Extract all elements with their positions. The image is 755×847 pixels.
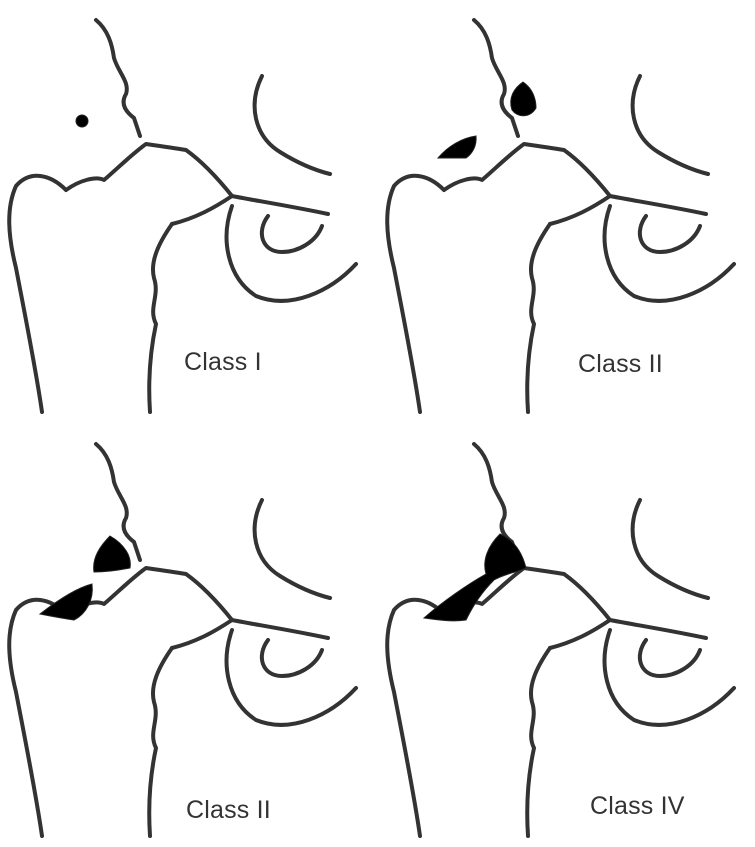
panel-class-1: Class I (0, 0, 377, 423)
hip-outline-drawing (378, 424, 755, 847)
panel-class-4: Class IV (378, 424, 755, 847)
panel-label: Class II (578, 350, 663, 379)
panel-class-3: Class II (0, 424, 377, 847)
hip-outline-drawing (0, 424, 377, 847)
ossification-upper (94, 536, 131, 572)
ossification-lower (438, 136, 476, 158)
ossification-dot (76, 115, 88, 127)
hip-outline-drawing (378, 0, 755, 423)
panel-label: Class I (184, 348, 262, 377)
panel-class-2: Class II (378, 0, 755, 423)
panel-label: Class II (186, 796, 271, 825)
ossification-upper (511, 82, 536, 116)
panel-label: Class IV (590, 792, 685, 821)
